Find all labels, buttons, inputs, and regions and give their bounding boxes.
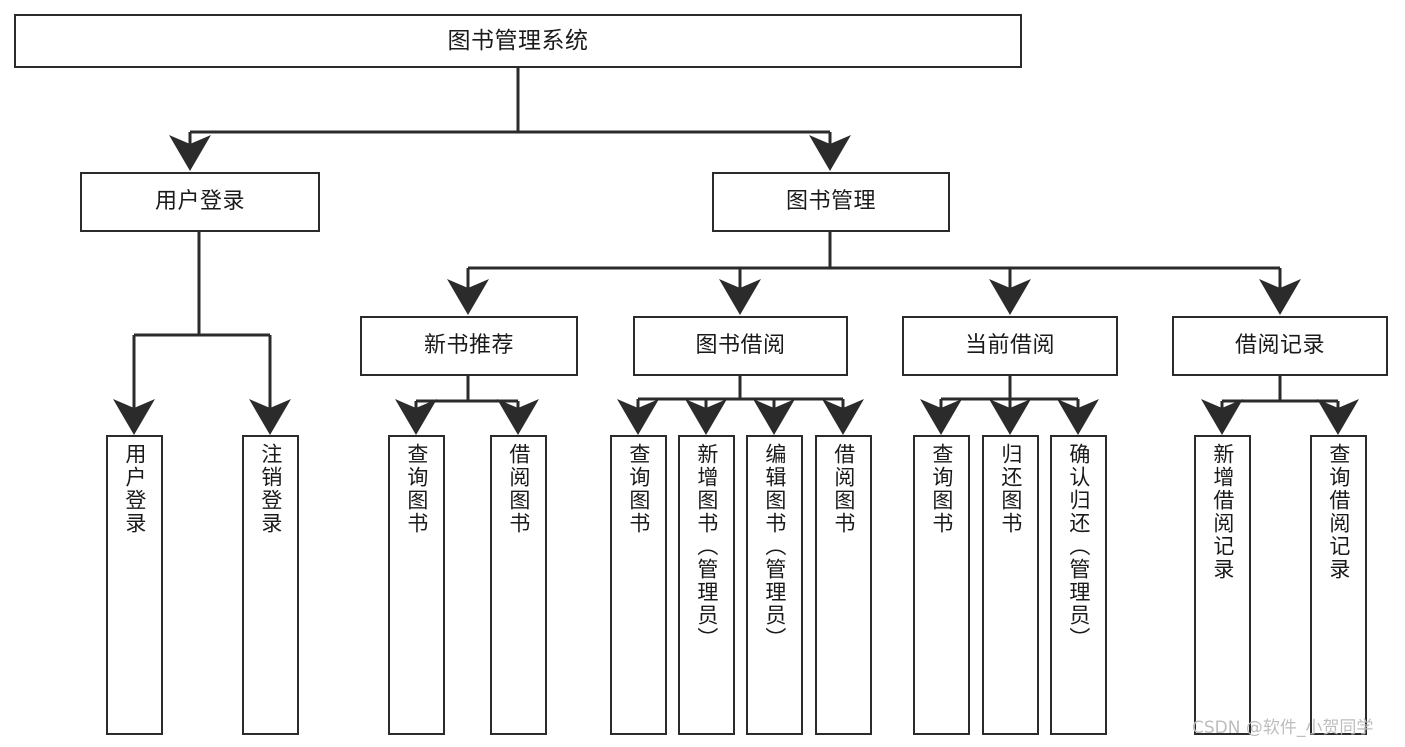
node-leaf-add-book-admin[interactable]: 新增图书（管理员） bbox=[678, 435, 735, 735]
node-new-book-rec-label: 新书推荐 bbox=[423, 333, 514, 359]
node-book-manage[interactable]: 图书管理 bbox=[712, 172, 950, 232]
node-leaf-edit-book-admin[interactable]: 编辑图书（管理员） bbox=[746, 435, 803, 735]
node-leaf-logout-label: 注销登录 bbox=[258, 443, 283, 535]
node-user-login[interactable]: 用户登录 bbox=[80, 172, 320, 232]
node-leaf-add-borrow-record[interactable]: 新增借阅记录 bbox=[1194, 435, 1251, 735]
node-current-borrow[interactable]: 当前借阅 bbox=[902, 316, 1118, 376]
node-leaf-user-login[interactable]: 用户登录 bbox=[106, 435, 163, 735]
node-leaf-query-borrow-record[interactable]: 查询借阅记录 bbox=[1310, 435, 1367, 735]
node-borrow-record[interactable]: 借阅记录 bbox=[1172, 316, 1388, 376]
node-current-borrow-label: 当前借阅 bbox=[964, 333, 1055, 359]
node-book-manage-label: 图书管理 bbox=[785, 189, 876, 215]
node-leaf-return-book-label: 归还图书 bbox=[998, 443, 1023, 535]
node-book-borrow-label: 图书借阅 bbox=[695, 333, 786, 359]
node-root-label: 图书管理系统 bbox=[447, 27, 589, 54]
node-leaf-edit-book-admin-label: 编辑图书（管理员） bbox=[762, 443, 787, 650]
node-leaf-logout[interactable]: 注销登录 bbox=[242, 435, 299, 735]
node-leaf-query-borrow-record-label: 查询借阅记录 bbox=[1326, 443, 1351, 581]
node-leaf-query-book-borrow[interactable]: 查询图书 bbox=[610, 435, 667, 735]
node-leaf-borrow-book-label: 借阅图书 bbox=[831, 443, 856, 535]
node-book-borrow[interactable]: 图书借阅 bbox=[633, 316, 848, 376]
node-root[interactable]: 图书管理系统 bbox=[14, 14, 1022, 68]
node-leaf-query-book-rec[interactable]: 查询图书 bbox=[388, 435, 445, 735]
node-leaf-borrow-book[interactable]: 借阅图书 bbox=[815, 435, 872, 735]
node-user-login-label: 用户登录 bbox=[154, 189, 245, 215]
node-leaf-query-book-current[interactable]: 查询图书 bbox=[913, 435, 970, 735]
node-leaf-query-book-borrow-label: 查询图书 bbox=[626, 443, 651, 535]
node-leaf-query-book-current-label: 查询图书 bbox=[929, 443, 954, 535]
node-leaf-add-book-admin-label: 新增图书（管理员） bbox=[694, 443, 719, 650]
csdn-watermark: CSDN @软件_小贺同学 bbox=[1192, 718, 1374, 738]
node-leaf-return-book[interactable]: 归还图书 bbox=[982, 435, 1039, 735]
node-borrow-record-label: 借阅记录 bbox=[1234, 333, 1325, 359]
node-leaf-add-borrow-record-label: 新增借阅记录 bbox=[1210, 443, 1235, 581]
node-leaf-user-login-label: 用户登录 bbox=[122, 443, 147, 535]
node-new-book-rec[interactable]: 新书推荐 bbox=[360, 316, 578, 376]
node-leaf-query-book-rec-label: 查询图书 bbox=[404, 443, 429, 535]
node-leaf-borrow-book-rec[interactable]: 借阅图书 bbox=[490, 435, 547, 735]
node-leaf-borrow-book-rec-label: 借阅图书 bbox=[506, 443, 531, 535]
node-leaf-confirm-return-admin[interactable]: 确认归还（管理员） bbox=[1050, 435, 1107, 735]
node-leaf-confirm-return-admin-label: 确认归还（管理员） bbox=[1066, 443, 1091, 650]
